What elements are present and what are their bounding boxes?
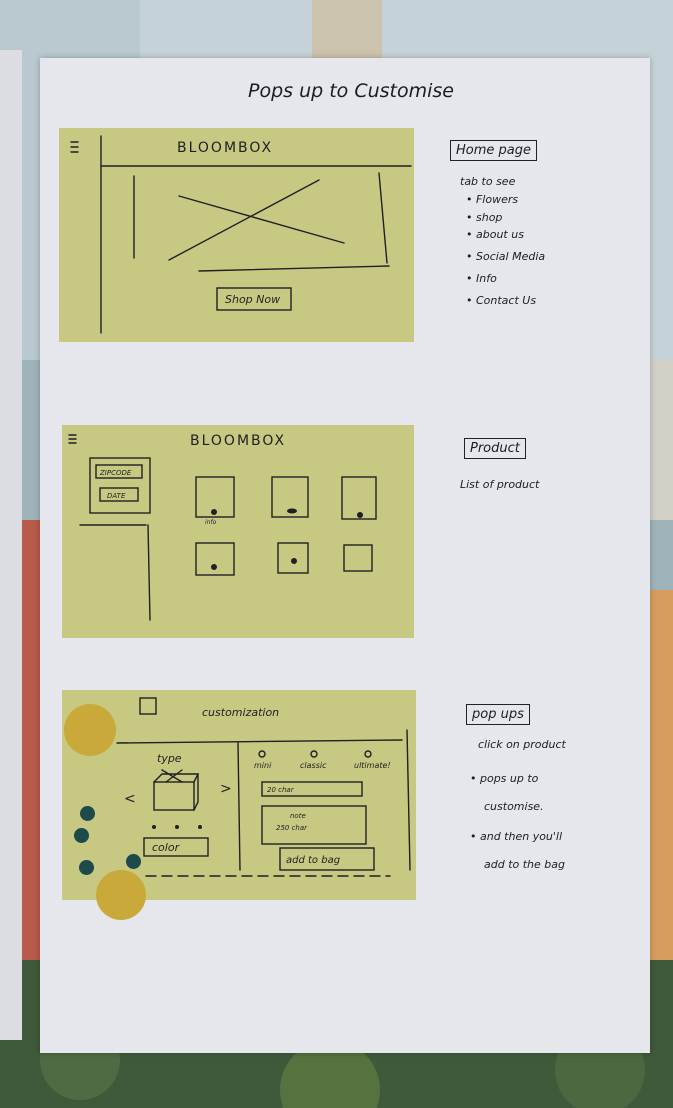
svg-text:DATE: DATE <box>107 492 126 500</box>
note-home-title: Home page <box>450 140 537 161</box>
product-logo: BLOOMBOX <box>190 433 286 449</box>
note-product-line: List of product <box>460 478 540 491</box>
note-popups-title: pop ups <box>466 704 530 725</box>
note-product-title: Product <box>464 438 526 459</box>
neighbouring-paper <box>0 50 22 1040</box>
home-logo: BLOOMBOX <box>177 140 273 156</box>
sticky-popup-wireframe: customization type < > color mini classi… <box>62 690 416 900</box>
sheet-title: Pops up to Customise <box>248 80 454 102</box>
note-home-item: • shop <box>466 211 503 224</box>
hero-image-placeholder <box>133 172 390 272</box>
teal-sticker-dot <box>80 806 95 821</box>
filter-panel <box>89 457 151 514</box>
note-popups-line: • and then you'll <box>470 830 563 843</box>
note-home-item: • Contact Us <box>466 294 537 307</box>
note-home-item: • Social Media <box>466 250 546 263</box>
message-field <box>261 781 363 797</box>
svg-text:info: info <box>205 519 217 526</box>
teal-sticker-dot <box>74 828 89 843</box>
size-options: mini classic ultimate! <box>254 750 391 770</box>
box-type-preview <box>153 769 200 811</box>
svg-text:add to bag: add to bag <box>286 855 340 866</box>
hamburger-icon <box>70 141 79 153</box>
zipcode-filter <box>95 464 143 479</box>
add-to-bag-button <box>279 847 375 871</box>
note-popups-line: click on product <box>478 738 566 751</box>
teal-sticker-dot <box>126 854 141 869</box>
svg-text:note: note <box>290 812 306 820</box>
product-grid: info <box>195 476 377 576</box>
popup-icon <box>139 697 157 715</box>
svg-text:type: type <box>157 752 182 765</box>
svg-text:classic: classic <box>300 761 327 770</box>
note-popups-line: • pops up to <box>470 772 539 785</box>
hamburger-icon <box>68 434 77 444</box>
svg-text:>: > <box>220 781 232 797</box>
sticky-product-wireframe: BLOOMBOX ZIPCODE DATE info <box>62 425 414 638</box>
teal-sticker-dot <box>79 860 94 875</box>
yellow-sticker-dot <box>96 870 146 920</box>
note-home-item: • about us <box>466 228 524 241</box>
color-selector <box>143 837 209 857</box>
svg-text:color: color <box>152 841 181 854</box>
note-popups-line: customise. <box>484 800 544 813</box>
svg-text:Shop Now: Shop Now <box>225 293 280 306</box>
note-home-intro: tab to see <box>460 175 516 188</box>
svg-text:250 char: 250 char <box>276 824 308 832</box>
note-field <box>261 805 367 845</box>
yellow-sticker-dot <box>64 704 116 756</box>
note-home-item: • Info <box>466 272 497 285</box>
svg-text:ZIPCODE: ZIPCODE <box>99 469 132 477</box>
popup-heading: customization <box>202 706 279 719</box>
note-home-item: • Flowers <box>466 193 519 206</box>
sticky-home-wireframe: BLOOMBOX Shop Now <box>59 128 414 342</box>
note-popups-line: add to the bag <box>484 858 565 871</box>
svg-text:<: < <box>124 791 136 807</box>
svg-text:20 char: 20 char <box>267 786 295 794</box>
svg-text:ultimate!: ultimate! <box>354 761 391 770</box>
shop-now-button <box>216 287 292 311</box>
svg-text:mini: mini <box>254 761 272 770</box>
date-filter <box>99 487 139 502</box>
